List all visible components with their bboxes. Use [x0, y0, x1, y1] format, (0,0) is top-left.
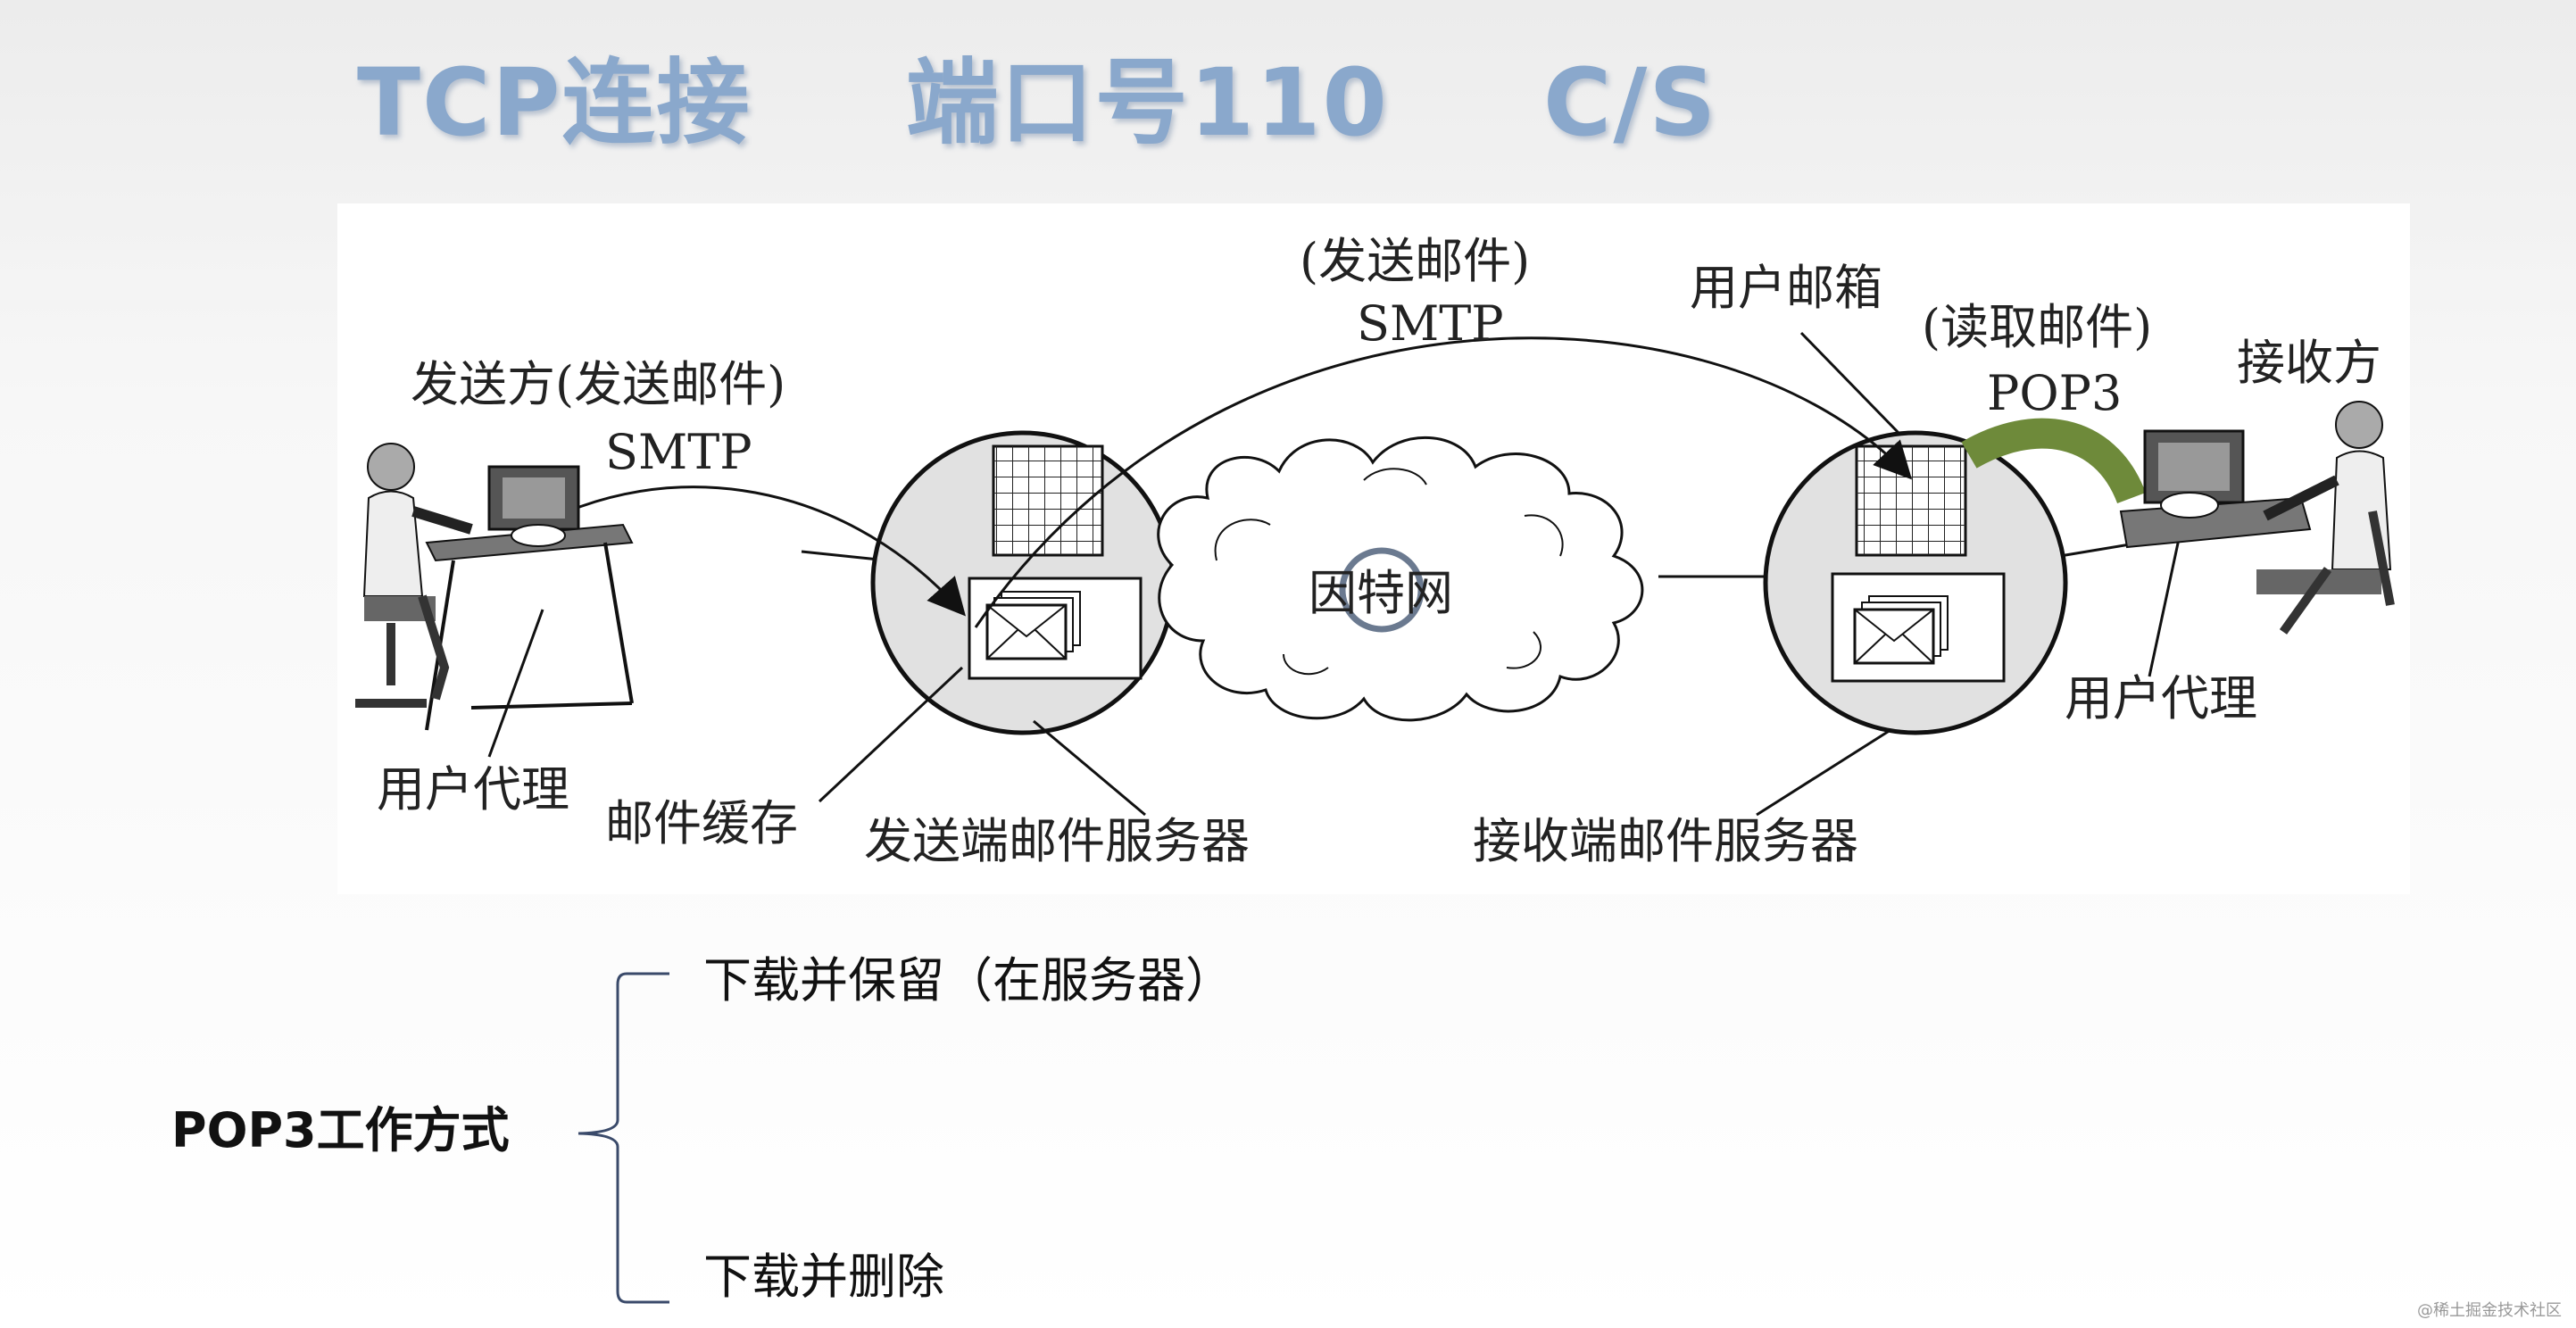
read-label: (读取邮件)	[1922, 299, 2153, 355]
title-port: 端口号110	[905, 48, 1389, 157]
internet-label: 因特网	[1309, 565, 1453, 621]
diagram-graphics	[355, 331, 2395, 817]
internet-cloud-icon	[1157, 436, 1644, 722]
slide-title: TCP连接 端口号110 C/S	[357, 27, 1717, 157]
pop3-option-delete: 下载并删除	[703, 1249, 944, 1305]
email-diagram: 发送方(发送邮件) SMTP (发送邮件) SMTP 用户邮箱 (读取邮件) P…	[337, 203, 2410, 894]
title-cs: C/S	[1543, 48, 1718, 157]
recv-server-icon	[1763, 430, 2068, 735]
pop3-heading: POP3工作方式	[171, 1102, 510, 1158]
middle-protocol: SMTP	[1357, 295, 1504, 352]
recv-server-label: 接收端邮件服务器	[1473, 813, 1858, 869]
mailbox-label: 用户邮箱	[1690, 260, 1882, 316]
sender-protocol: SMTP	[605, 424, 752, 480]
send-server-label: 发送端邮件服务器	[864, 813, 1250, 869]
middle-label: (发送邮件)	[1300, 233, 1531, 289]
user-agent-left-label: 用户代理	[377, 761, 569, 818]
sender-label: 发送方(发送邮件)	[411, 356, 786, 412]
receiver-label: 接收方	[2237, 335, 2381, 391]
watermark: @稀土掘金技术社区	[2417, 1301, 2562, 1320]
sender-person-icon	[355, 443, 473, 708]
mail-cache-label: 邮件缓存	[605, 795, 798, 851]
sender-computer-icon	[425, 465, 634, 731]
pop3-option-keep: 下载并保留（在服务器）	[703, 952, 1234, 1008]
read-protocol: POP3	[1987, 365, 2123, 421]
cursor-highlight-icon	[1339, 547, 1425, 633]
receiver-person-icon	[2256, 401, 2395, 635]
send-server-icon	[870, 430, 1176, 735]
pop3-arrow	[1961, 418, 2146, 504]
user-agent-right-label: 用户代理	[2065, 670, 2257, 726]
pop3-brace-icon	[578, 972, 669, 1304]
title-tcp: TCP连接	[357, 48, 752, 157]
receiver-computer-icon	[2119, 429, 2312, 549]
smtp-server-arrow	[974, 336, 1913, 628]
